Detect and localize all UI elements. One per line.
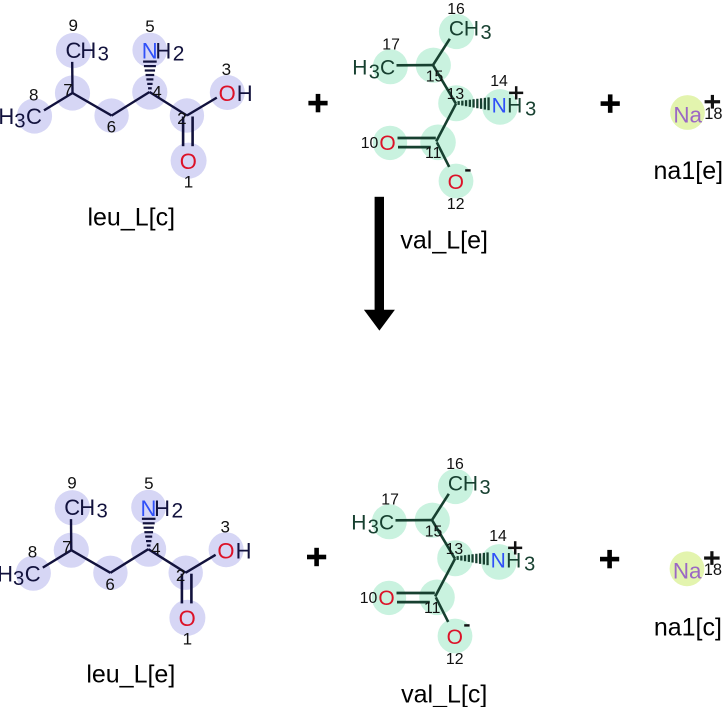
svg-text:na1[e]: na1[e] <box>654 157 722 185</box>
svg-text:na1[c]: na1[c] <box>654 614 722 642</box>
svg-text:leu_L[e]: leu_L[e] <box>86 661 175 689</box>
svg-text:leu_L[c]: leu_L[c] <box>87 203 175 231</box>
svg-text:val_L[c]: val_L[c] <box>401 681 487 707</box>
svg-text:val_L[e]: val_L[e] <box>400 227 488 255</box>
